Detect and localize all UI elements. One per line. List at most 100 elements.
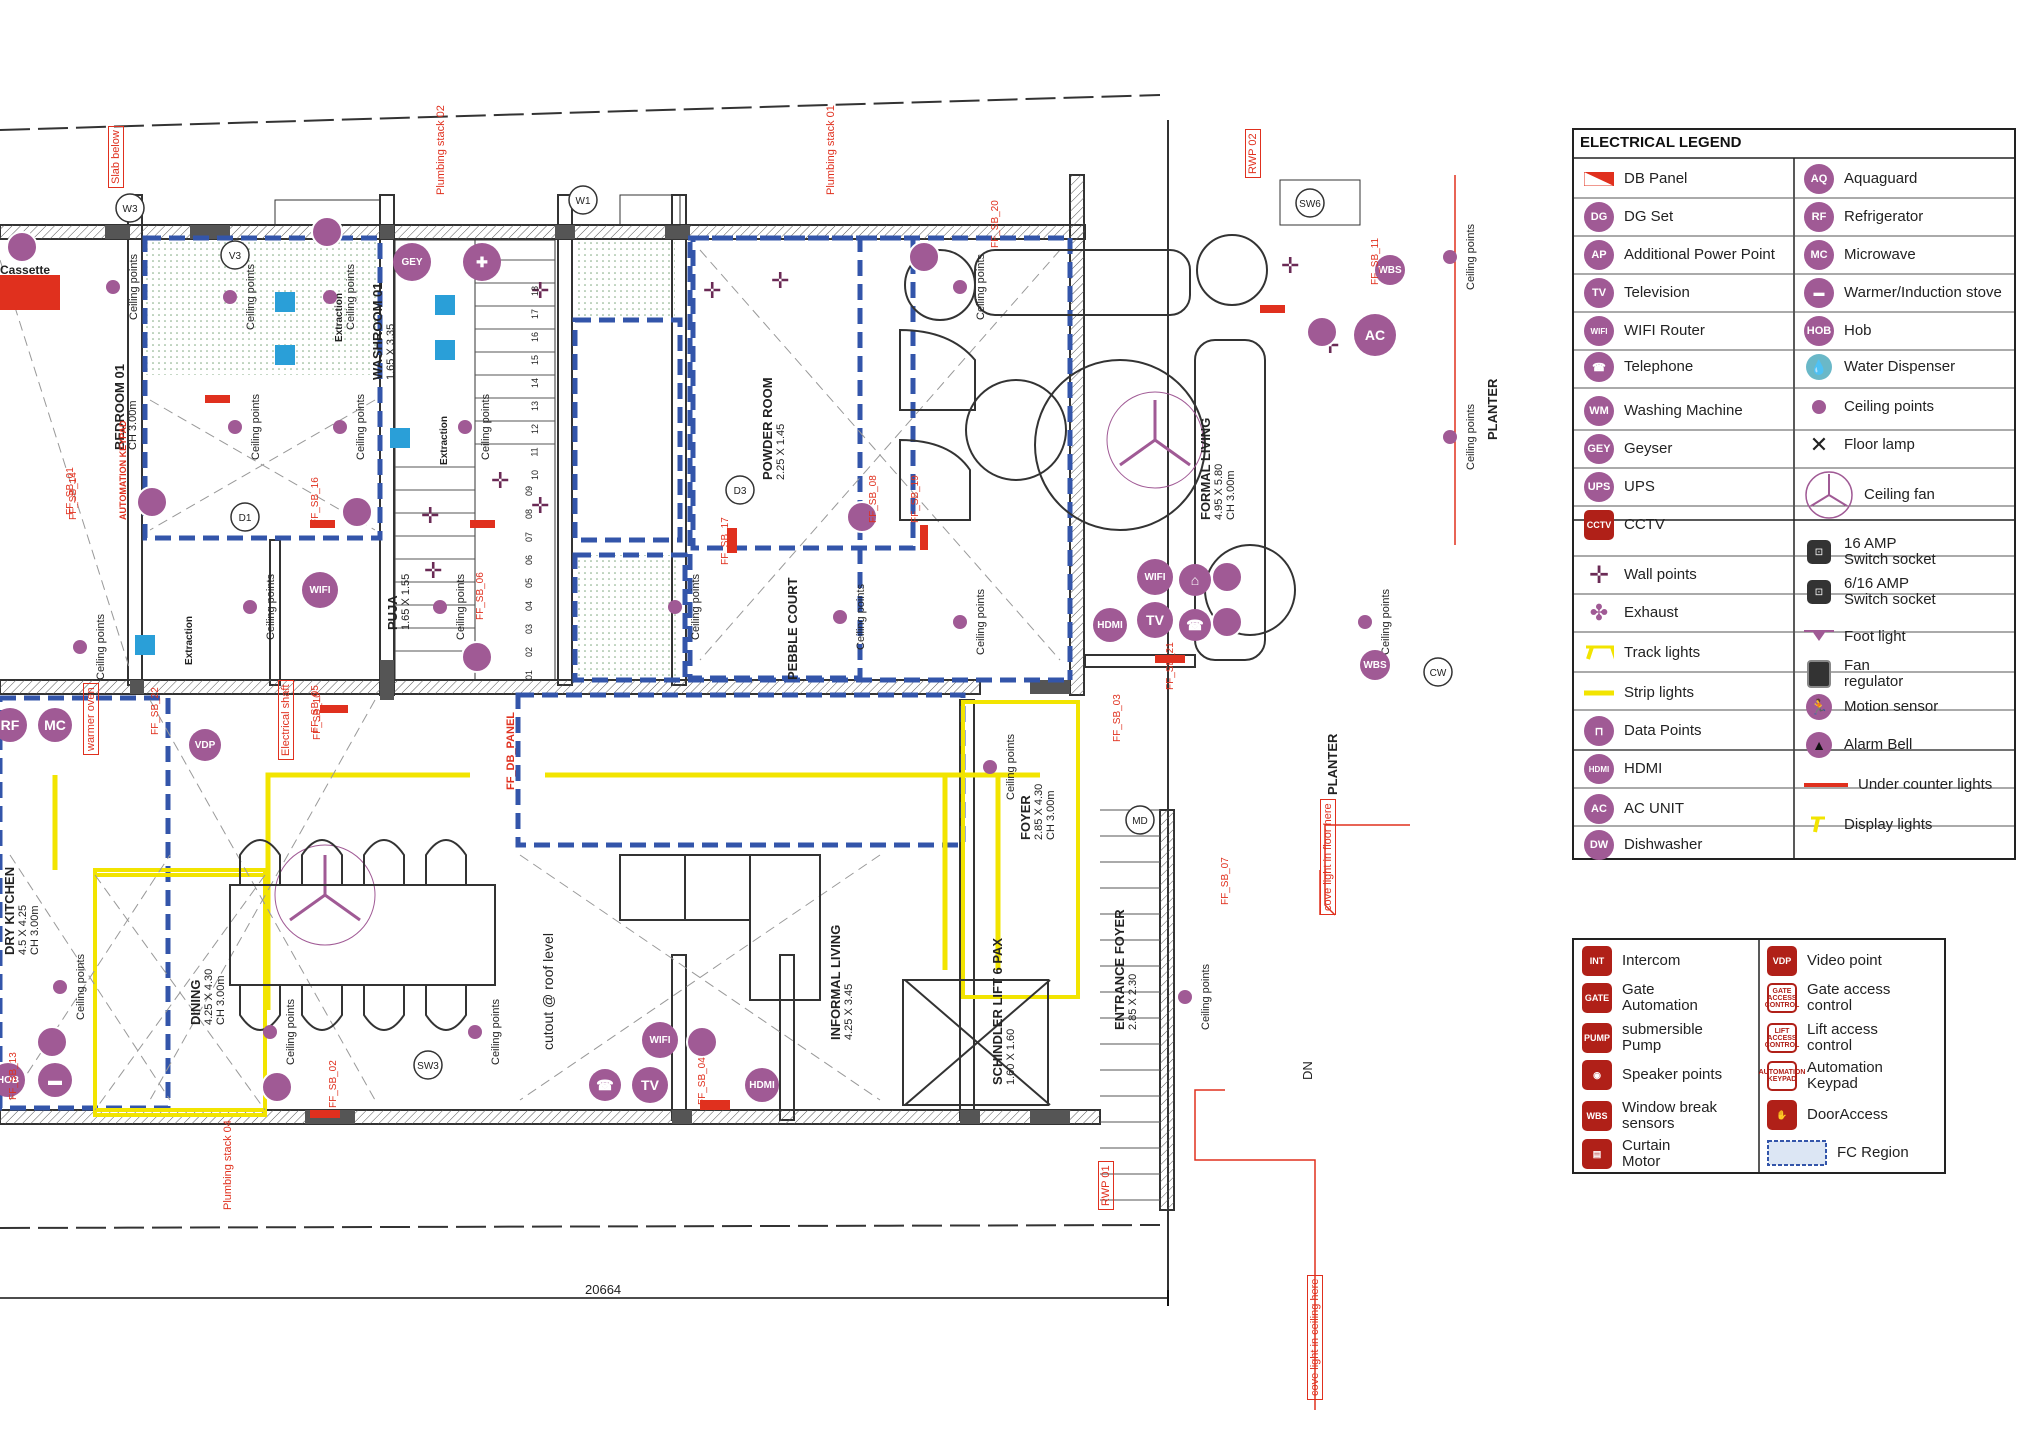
stair-number: 15 bbox=[530, 354, 541, 366]
ceiling-points-label: Ceiling points bbox=[355, 393, 367, 460]
legend-row: Under counter lights bbox=[1804, 770, 1992, 800]
room-size: 2.85 X 4.30 bbox=[1033, 783, 1045, 840]
plan-electrical-symbol: TV bbox=[632, 1067, 668, 1103]
note-plumbing-04: Plumbing stack 04 bbox=[222, 1120, 234, 1210]
switch-socket-icon bbox=[6, 231, 38, 263]
note-extraction-text: Extraction bbox=[183, 616, 195, 665]
ceiling-points-label: Ceiling points bbox=[285, 998, 297, 1065]
legend-label: Track lights bbox=[1624, 644, 1701, 661]
legend-row: Track lights bbox=[1584, 638, 1700, 668]
note-plumbing-01-text: Plumbing stack 01 bbox=[825, 105, 837, 195]
ceiling-points-label: Ceiling points bbox=[975, 588, 987, 655]
room-size: 4.95 X 5.80 bbox=[1213, 463, 1225, 520]
note-ff-db-panel: FF_DB_PANEL bbox=[505, 712, 517, 790]
legend-label: WIFI Router bbox=[1624, 322, 1705, 339]
room-size: 1.65 X 1.55 bbox=[400, 573, 412, 630]
switch-socket-icon bbox=[1306, 316, 1338, 348]
wall-point-icon: ✛ bbox=[491, 468, 510, 493]
switchboard-tag: FF_SB_06 bbox=[475, 572, 486, 620]
hob-icon: HOB bbox=[1804, 316, 1834, 346]
legend-row: ⊡6/16 AMP Switch socket bbox=[1804, 576, 1936, 608]
switch-socket-icon bbox=[136, 486, 168, 518]
legend-label: Refrigerator bbox=[1844, 208, 1924, 225]
ap-icon: AP bbox=[1584, 240, 1614, 270]
note-rwp-01: RWP 01 bbox=[1098, 1161, 1114, 1210]
int-icon: INT bbox=[1582, 946, 1612, 976]
under-counter-light-icon bbox=[1804, 770, 1848, 800]
note-electrical-shaft: Electrical shaft bbox=[278, 680, 294, 760]
legend-label: Exhaust bbox=[1624, 604, 1679, 621]
note-cove-ceiling: cove light in ceiling here bbox=[1307, 1274, 1323, 1400]
legend-row: ✋DoorAccess bbox=[1767, 1100, 1888, 1130]
exhaust-icon bbox=[275, 292, 295, 312]
note-dn: DN bbox=[1300, 1061, 1315, 1080]
dw-icon: DW bbox=[1584, 830, 1614, 860]
legend-label: DoorAccess bbox=[1807, 1106, 1888, 1123]
ceiling-point-icon bbox=[468, 1025, 482, 1039]
legend-label: Ceiling fan bbox=[1864, 486, 1935, 503]
legend-label: Television bbox=[1624, 284, 1690, 301]
ceiling-point-icon bbox=[333, 420, 347, 434]
room-size: 4.5 X 4.25 bbox=[17, 904, 29, 955]
legend-row: ◉Speaker points bbox=[1582, 1060, 1722, 1090]
switchboard-tag: FF_SB_03 bbox=[1112, 694, 1123, 742]
display-light-icon bbox=[1804, 810, 1834, 840]
room-name: FORMAL LIVING bbox=[1198, 417, 1213, 520]
plan-electrical-symbol: ☎ bbox=[1179, 609, 1211, 641]
legend-label: Wall points bbox=[1624, 566, 1697, 583]
motion-sensor-icon: 🏃 bbox=[1804, 692, 1834, 722]
wall-point-icon: ✛ bbox=[531, 493, 550, 518]
wbs-icon: WBS bbox=[1582, 1101, 1612, 1131]
plan-electrical-symbol: GEY bbox=[393, 243, 431, 281]
legend-row: Foot light bbox=[1804, 622, 1906, 652]
ceiling-point-icon bbox=[228, 420, 242, 434]
note-cutout: cutout @ roof level bbox=[540, 933, 556, 1050]
dimension-label: 20664 bbox=[585, 1282, 621, 1297]
room-name: PLANTER bbox=[1325, 733, 1340, 795]
note-dn-text: DN bbox=[1300, 1061, 1315, 1080]
ceiling-points-label: Ceiling points bbox=[855, 583, 867, 650]
window-tag-label: MD bbox=[1132, 816, 1148, 827]
wall-point-icon: ✛ bbox=[421, 503, 440, 528]
ceiling-points-label: Ceiling points bbox=[690, 573, 702, 640]
legend-label: Foot light bbox=[1844, 628, 1906, 645]
room-name: SCHINDLER LIFT 6 PAX bbox=[990, 937, 1005, 1085]
window-tag-label: D3 bbox=[734, 486, 747, 497]
plan-electrical-symbol: ▬ bbox=[38, 1063, 72, 1097]
ceiling-points-label: Ceiling points bbox=[128, 253, 140, 320]
switchboard-tag: FF_SB_11 bbox=[1370, 237, 1381, 285]
stair-number: 05 bbox=[524, 577, 535, 589]
legend-label: CCTV bbox=[1624, 516, 1665, 533]
legend-label: Strip lights bbox=[1624, 684, 1695, 701]
ceiling-point-icon bbox=[106, 280, 120, 294]
fc-region-icon bbox=[1767, 1138, 1827, 1168]
window-tag-label: V3 bbox=[229, 251, 242, 262]
switch-socket-icon bbox=[686, 1026, 718, 1058]
note-warmer-oven-text: warmer oven bbox=[85, 687, 97, 751]
stair-number: 11 bbox=[529, 447, 540, 457]
room-label-pebble-court: PEBBLE COURT bbox=[785, 577, 800, 680]
note-plumbing-04-text: Plumbing stack 04 bbox=[222, 1120, 234, 1210]
legend-label: Additional Power Point bbox=[1624, 246, 1775, 263]
room-name: POWDER ROOM bbox=[760, 377, 775, 480]
note-automation-keypad-text: AUTOMATION KEYPAD bbox=[118, 420, 128, 520]
stair-number: 17 bbox=[530, 308, 541, 320]
legend-row: DB Panel bbox=[1584, 164, 1687, 194]
window-tag-label: W1 bbox=[576, 196, 591, 207]
-icon: ▬ bbox=[1804, 278, 1834, 308]
plan-electrical-symbol: ✚ bbox=[463, 243, 501, 281]
plan-electrical-symbol: WBS bbox=[1375, 255, 1405, 285]
legend-title: ELECTRICAL LEGEND bbox=[1580, 134, 1742, 151]
switchboard-tag: FF_SB_20 bbox=[990, 200, 1001, 248]
room-ch: CH 3.00m bbox=[215, 975, 227, 1025]
room-size: 1.65 X 3.35 bbox=[385, 323, 397, 380]
legend-label: Warmer/Induction stove bbox=[1844, 284, 2002, 301]
plan-electrical-symbol: TV bbox=[1137, 602, 1173, 638]
